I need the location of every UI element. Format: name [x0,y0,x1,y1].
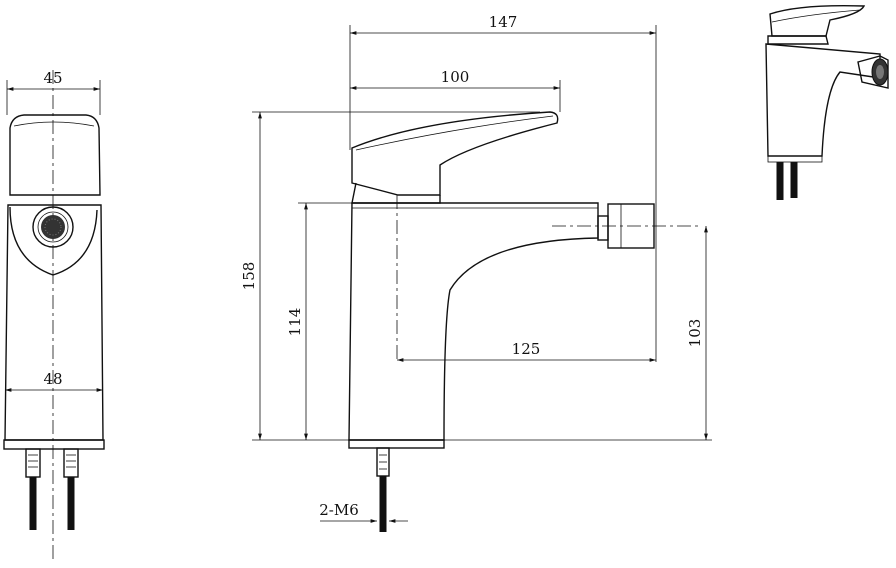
dim-handle-length-label: 100 [441,68,470,86]
dim-total-length: 147 [349,13,657,205]
dim-side-base-width-label: 48 [43,370,62,388]
dim-spout-height-label: 103 [686,319,704,348]
faucet-3d-preview [765,4,889,200]
dim-total-length-label: 147 [489,13,518,31]
dim-body-height: 114 [286,202,352,440]
dim-side-base-width: 48 [4,370,103,392]
dim-side-width-label: 45 [43,69,62,87]
dim-total-height: 158 [240,111,540,441]
dim-handle-length: 100 [350,68,561,112]
dim-spout-reach: 125 [397,205,657,362]
front-view [348,111,700,532]
dim-spout-reach-label: 125 [512,340,541,358]
dim-total-height-label: 158 [240,262,258,291]
dim-thread: 2-M6 [319,501,408,523]
dim-spout-height: 103 [444,226,712,441]
dim-side-width: 45 [6,69,101,115]
dim-body-height-label: 114 [286,308,304,337]
dim-thread-label: 2-M6 [319,501,359,519]
side-view [3,70,105,560]
